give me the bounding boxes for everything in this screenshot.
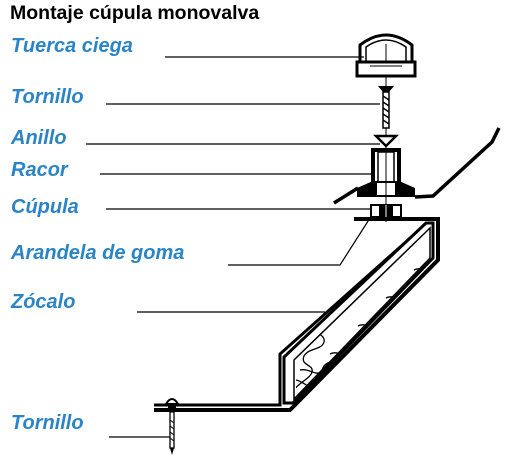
top-screw-icon [378, 86, 394, 129]
label-racor: Racor [11, 159, 68, 181]
base-plinth-icon [154, 217, 440, 412]
cap-nut-icon [355, 33, 417, 78]
label-tuerca-ciega: Tuerca ciega [11, 35, 133, 57]
bottom-screw-icon [164, 398, 180, 455]
ring-icon [372, 134, 400, 148]
label-tornillo-bottom: Tornillo [11, 412, 84, 434]
label-tornillo-top: Tornillo [11, 86, 84, 108]
diagram-title: Montaje cúpula monovalva [10, 2, 260, 24]
label-zocalo: Zócalo [11, 291, 76, 313]
rubber-washer-icon [370, 204, 402, 218]
label-arandela: Arandela de goma [11, 242, 185, 264]
leader-lines [86, 56, 386, 438]
label-cupula: Cúpula [11, 196, 79, 218]
fitting-icon [357, 148, 415, 197]
label-anillo: Anillo [11, 127, 67, 149]
leader-arandela [228, 217, 371, 266]
